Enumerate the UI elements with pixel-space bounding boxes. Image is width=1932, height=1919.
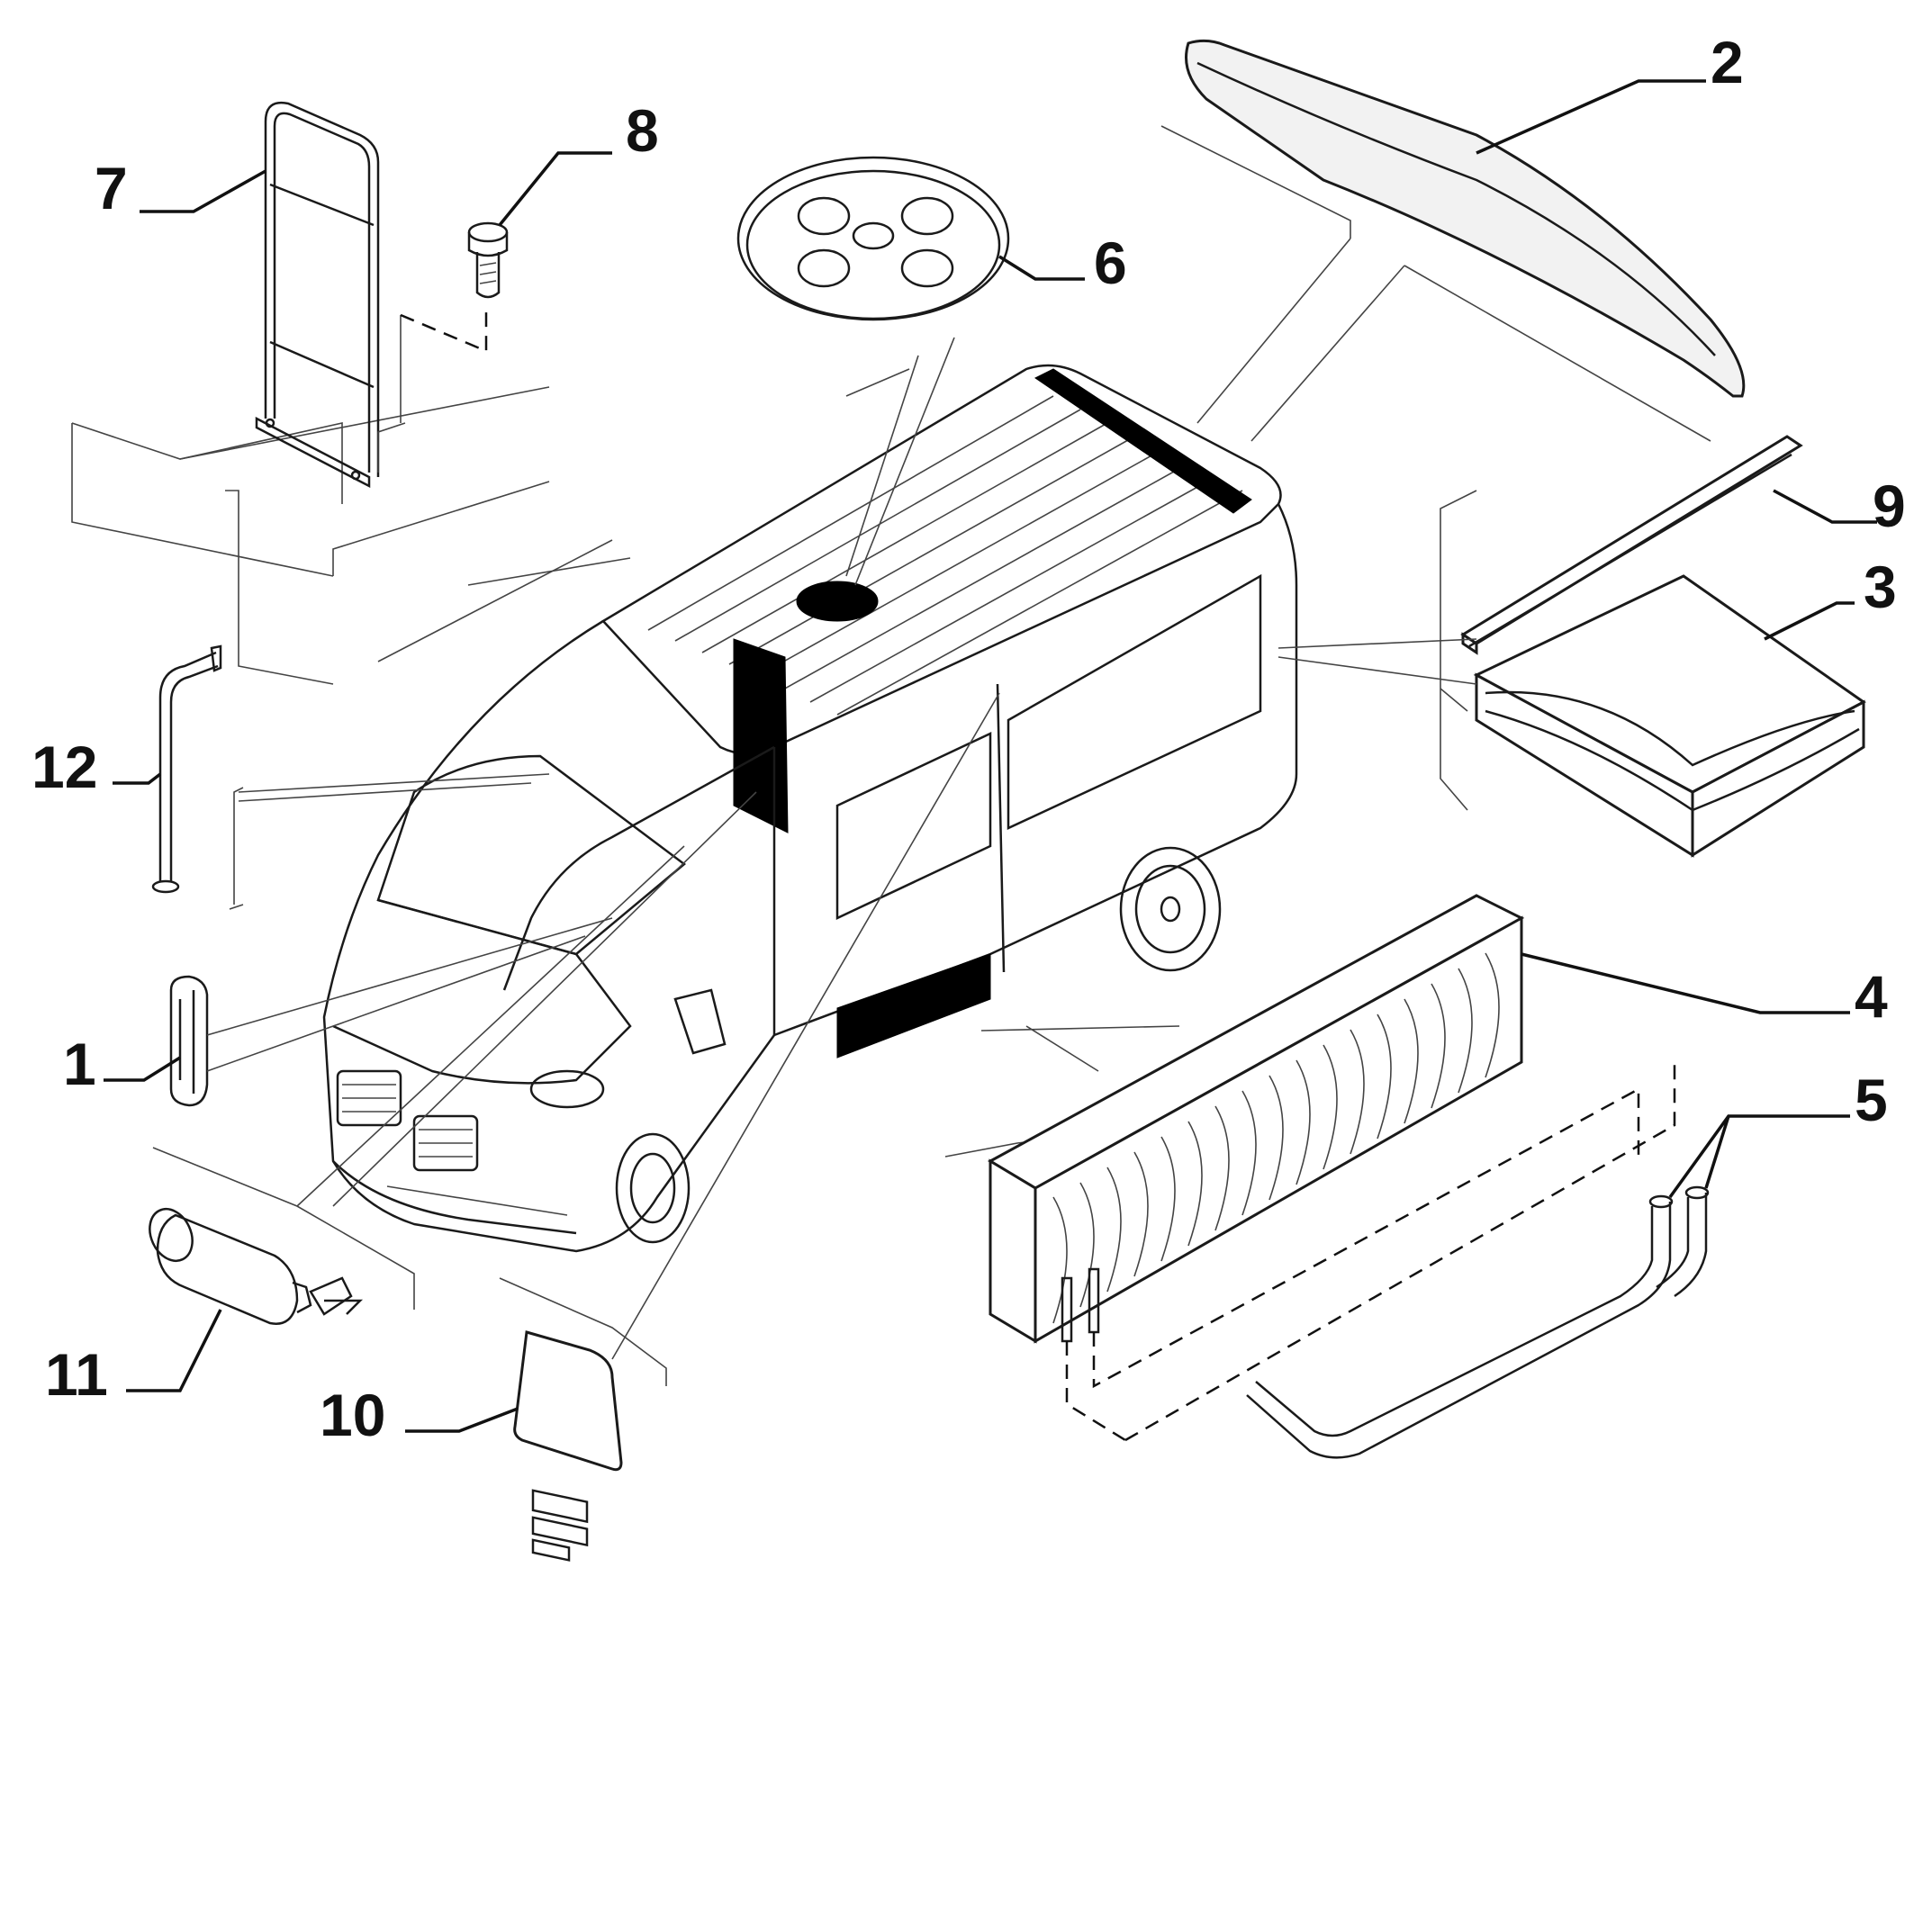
perspective-guides — [71, 125, 1711, 1386]
leader-8 — [498, 151, 612, 227]
front-grille — [336, 1069, 479, 1172]
roof-ribs — [647, 395, 1243, 716]
leader-11 — [126, 1309, 222, 1392]
callout-12: 12 — [32, 734, 97, 800]
vent-grilles — [797, 196, 954, 288]
leader-9 — [1773, 489, 1877, 524]
callout-5: 5 — [1855, 1067, 1888, 1133]
callout-6: 6 — [1094, 230, 1127, 296]
leader-6 — [998, 255, 1085, 281]
van-illustration — [322, 364, 1298, 1253]
part-9-rail — [1460, 435, 1803, 655]
part-6-roof-vent — [736, 156, 1010, 321]
part-12-handle-bar — [151, 644, 222, 894]
leader-7 — [140, 169, 266, 213]
callout-7: 7 — [95, 155, 128, 221]
callout-1: 1 — [63, 1031, 96, 1097]
leader-1 — [104, 1056, 181, 1082]
leader-2 — [1476, 79, 1706, 155]
callout-8: 8 — [626, 97, 659, 164]
part-3-cushion — [1473, 574, 1866, 858]
leader-3 — [1764, 601, 1855, 641]
part-1-grab-handle — [169, 975, 209, 1107]
callout-3: 3 — [1864, 554, 1897, 620]
callout-labels: 2 8 7 6 9 3 12 4 1 5 11 10 — [32, 29, 1906, 1448]
radiator-fins — [1052, 952, 1500, 1324]
part-2-spoiler — [1185, 39, 1746, 398]
callout-10: 10 — [320, 1382, 385, 1448]
leader-5b — [1704, 1115, 1730, 1189]
callout-4: 4 — [1855, 963, 1888, 1030]
part-8-bolt — [467, 221, 509, 299]
part-10-document-pouch — [513, 1330, 623, 1562]
leader-10 — [405, 1407, 519, 1433]
leader-lines — [104, 79, 1877, 1433]
callout-11: 11 — [45, 1341, 108, 1408]
leader-4 — [1521, 952, 1850, 1014]
part-5-hoses — [1246, 1185, 1710, 1459]
leader-5 — [1668, 1114, 1850, 1199]
part-4-heater — [987, 894, 1676, 1442]
callout-9: 9 — [1873, 473, 1906, 539]
callout-2: 2 — [1711, 29, 1744, 95]
part-7-frame — [255, 101, 488, 489]
part-11-fire-extinguisher — [149, 1208, 364, 1325]
leader-12 — [113, 772, 162, 785]
